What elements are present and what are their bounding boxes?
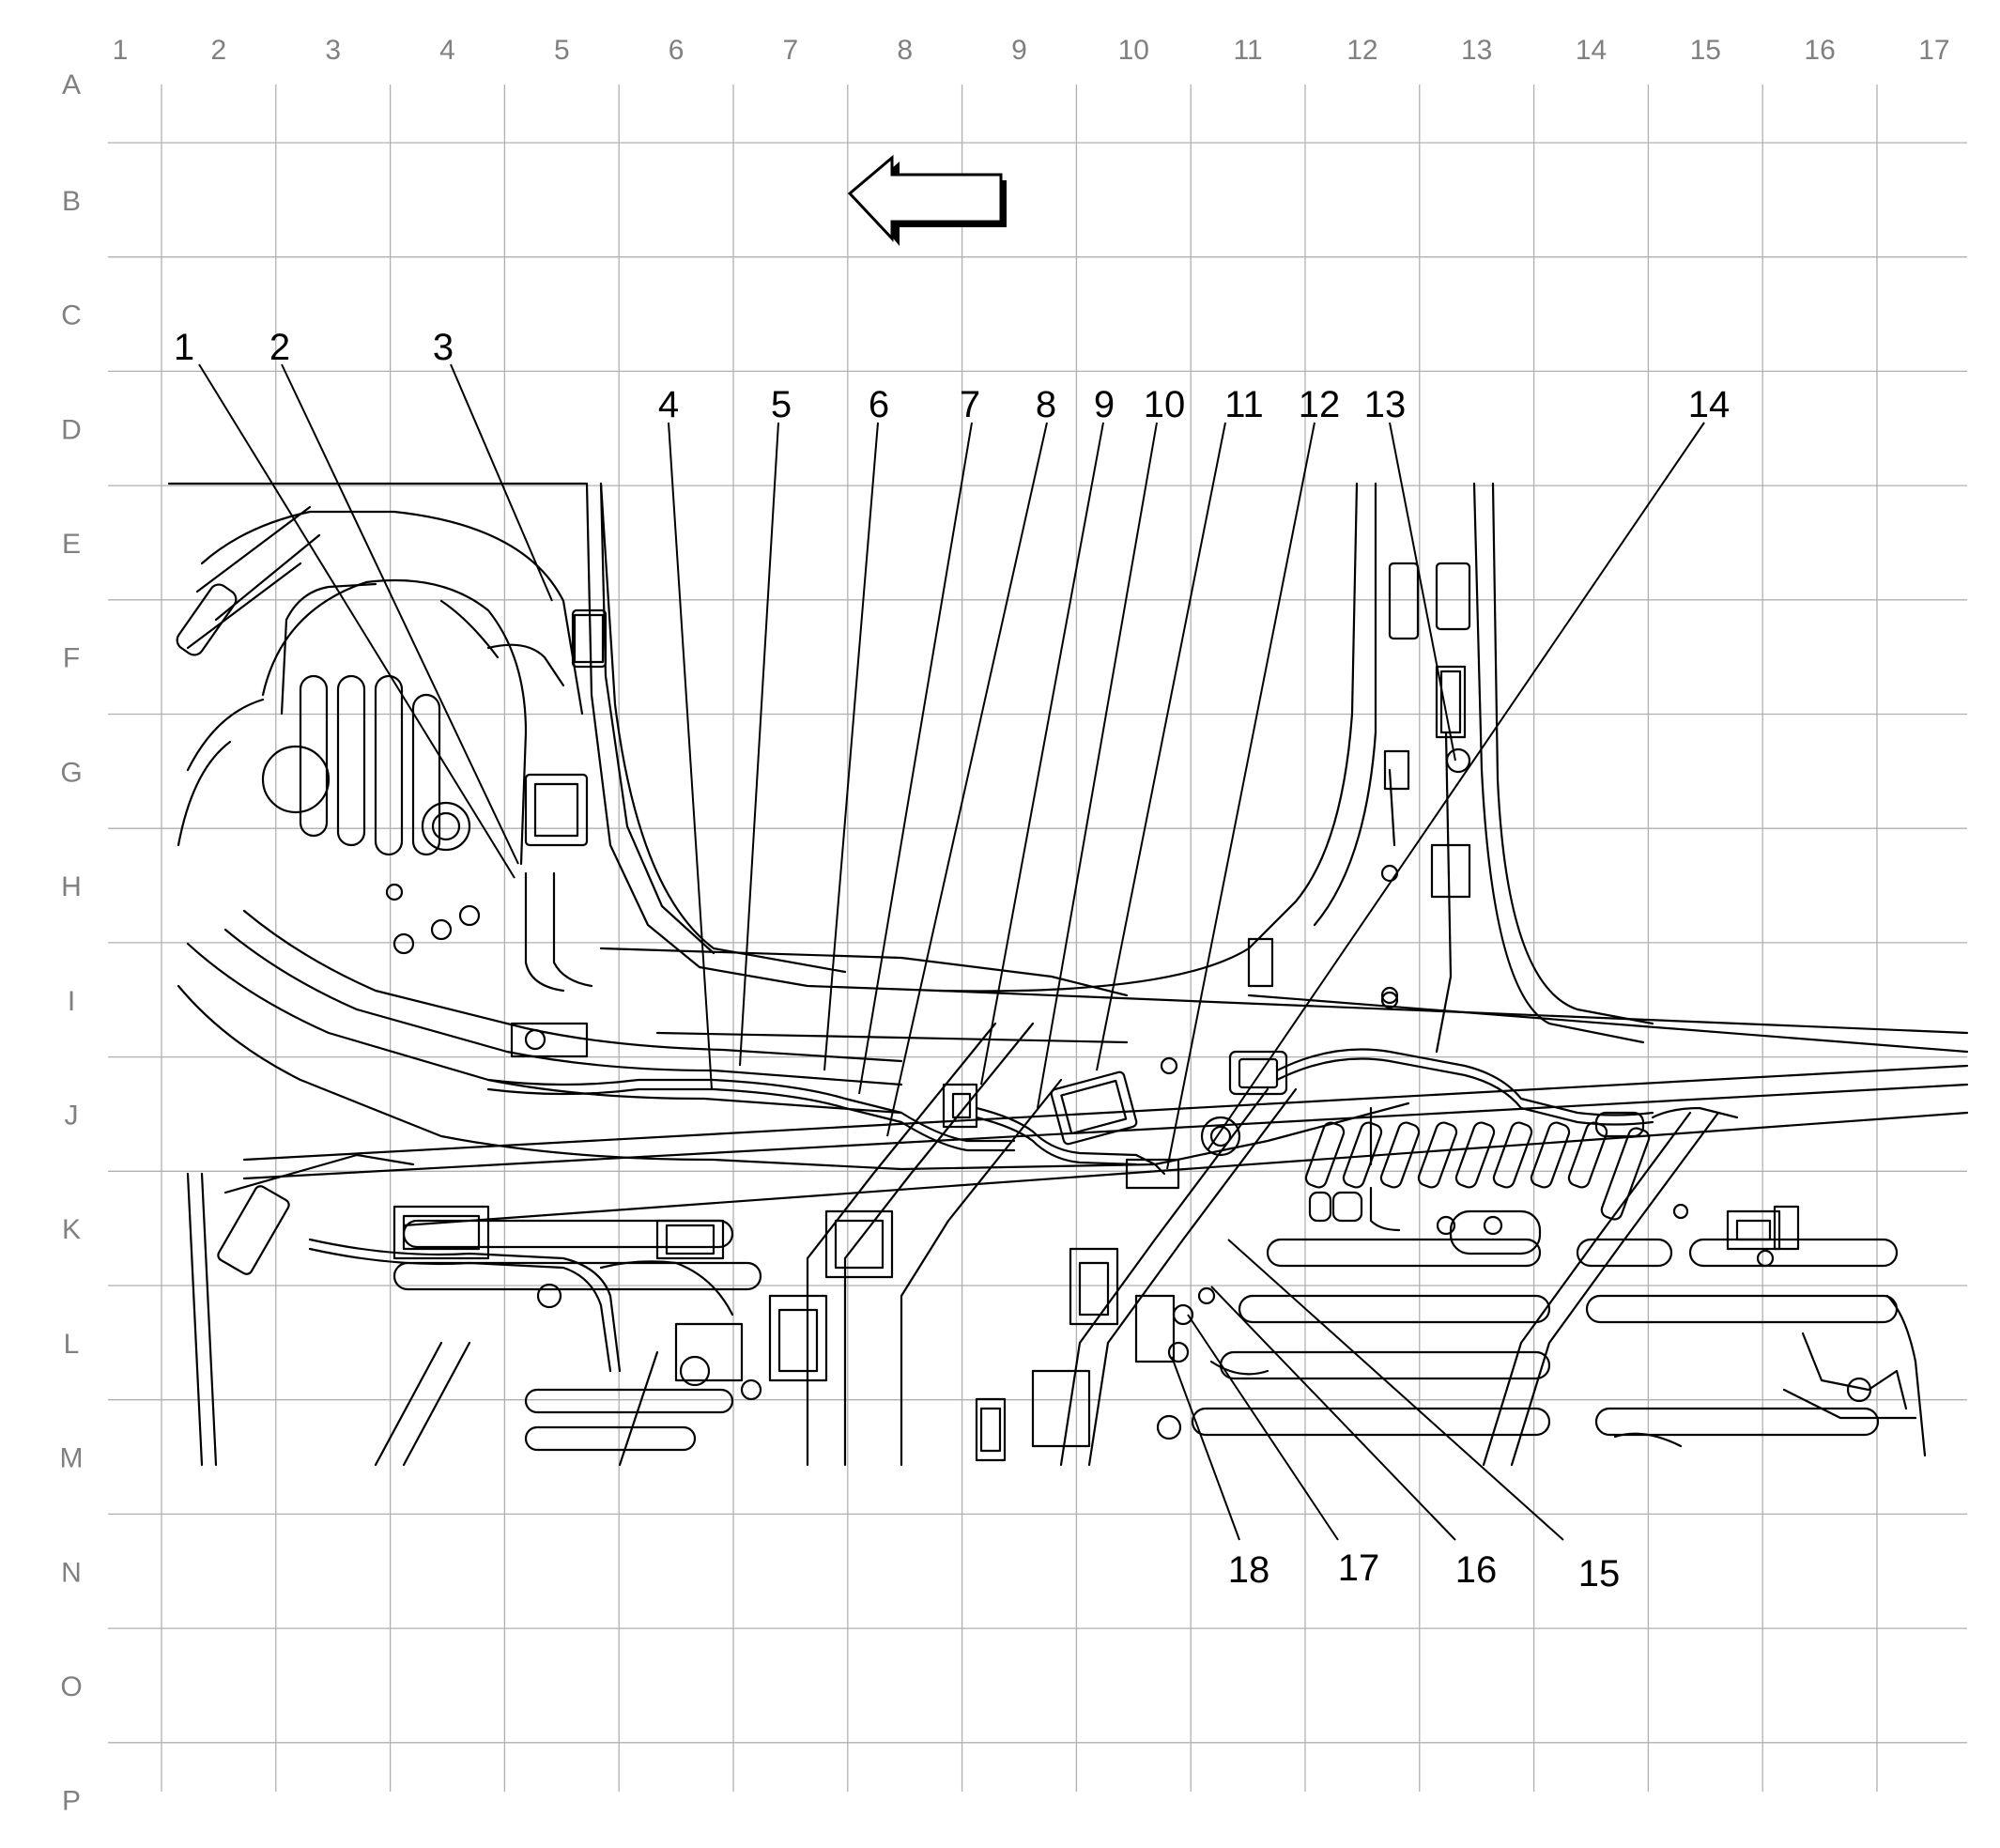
- grid-row-label: D: [61, 414, 82, 445]
- callout-14: 14: [1688, 384, 1731, 425]
- grid-row-label: J: [65, 1100, 79, 1131]
- callout-8: 8: [1036, 384, 1056, 425]
- grid-row-label: O: [60, 1671, 82, 1702]
- grid-column-label: 15: [1690, 35, 1721, 66]
- grid-row-label: G: [60, 757, 82, 788]
- callout-labels-top: 1 2 3 4 5 6 7 8 9 10 11 12 13 14: [174, 327, 1730, 425]
- grid-column-label: 4: [439, 35, 455, 66]
- grid-row-label: H: [61, 871, 82, 902]
- grid-row-label: F: [63, 643, 80, 674]
- grid-column-label: 11: [1234, 35, 1263, 66]
- callout-11: 11: [1224, 384, 1264, 425]
- grid-row-label: K: [62, 1214, 81, 1245]
- callout-leader-lines: [198, 363, 1705, 1541]
- callout-9: 9: [1094, 384, 1115, 425]
- callout-18: 18: [1228, 1549, 1270, 1591]
- callout-7: 7: [960, 384, 980, 425]
- callout-12: 12: [1299, 384, 1341, 425]
- left-arrow-icon: [847, 154, 1007, 246]
- grid-column-label: 3: [325, 35, 341, 66]
- grid-row-label: L: [64, 1329, 80, 1360]
- grid-column-label: 5: [554, 35, 570, 66]
- grid-row-label: I: [68, 986, 75, 1017]
- callout-3: 3: [433, 327, 454, 368]
- grid-row-label: A: [62, 69, 81, 100]
- callout-13: 13: [1364, 384, 1407, 425]
- grid-column-label: 16: [1804, 35, 1835, 66]
- grid-column-label: 17: [1918, 35, 1949, 66]
- grid-column-label: 10: [1118, 35, 1149, 66]
- grid-row-label: B: [62, 186, 81, 217]
- callout-6: 6: [869, 384, 889, 425]
- grid-row-label: N: [61, 1557, 82, 1588]
- grid-column-label: 6: [669, 35, 685, 66]
- reference-grid: [108, 85, 1967, 1792]
- callout-17: 17: [1338, 1548, 1380, 1589]
- grid-column-label: 2: [211, 35, 227, 66]
- grid-column-label: 14: [1576, 35, 1607, 66]
- callout-16: 16: [1455, 1549, 1498, 1591]
- grid-column-label: 13: [1461, 35, 1492, 66]
- callout-labels-bottom: 18 17 16 15: [1228, 1548, 1621, 1594]
- grid-column-label: 9: [1011, 35, 1027, 66]
- vehicle-underbody-drawing: [167, 482, 1969, 1467]
- callout-10: 10: [1144, 384, 1186, 425]
- callout-2: 2: [269, 327, 290, 368]
- grid-column-label: 1: [113, 35, 129, 66]
- grid-column-label: 8: [897, 35, 913, 66]
- grid-row-label: M: [60, 1443, 84, 1474]
- grid-row-label: C: [61, 300, 82, 331]
- callout-1: 1: [174, 327, 194, 368]
- grid-column-label: 12: [1346, 35, 1377, 66]
- grid-column-label: 7: [783, 35, 799, 66]
- grid-row-labels: A B C D E F G H I J K L M N O P: [60, 69, 84, 1817]
- callout-5: 5: [771, 384, 792, 425]
- callout-15: 15: [1578, 1553, 1621, 1594]
- callout-4: 4: [658, 384, 679, 425]
- grid-row-label: P: [62, 1786, 81, 1817]
- grid-row-label: E: [62, 529, 81, 560]
